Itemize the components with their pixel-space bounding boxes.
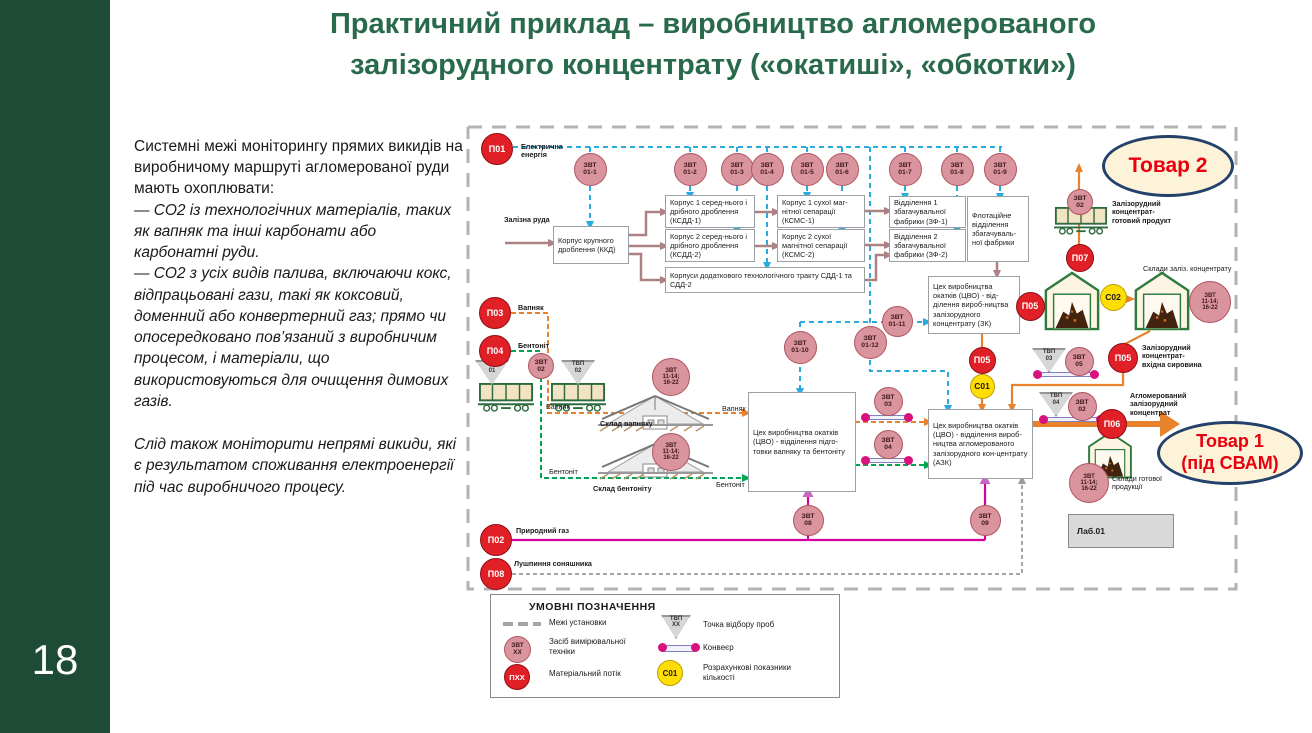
edge-zvt0110-pidh-arrowhead [796, 388, 804, 397]
sampling-point-icon: ТВП ХХ [661, 615, 691, 639]
intro-paragraph: Системні межі моніторингу прямих викидів… [134, 138, 463, 198]
legend-label: Матеріальний потік [549, 669, 621, 678]
edge-dod-zf2 [865, 253, 884, 282]
edge-warehouse2-azk [1010, 330, 1151, 404]
edge-zvt011-kkd-arrowhead [586, 221, 594, 230]
edge-kkd-ksdd1-arrowhead [660, 208, 669, 216]
edge-ksms2-zf2-arrowhead [884, 241, 893, 249]
edge-azk-tovar1-arrowhead [1160, 411, 1180, 437]
legend-label: Межі установки [549, 618, 607, 627]
edge-vapnyak-azk-arrowhead [924, 418, 933, 426]
edge-bentonit-azk-arrowhead [924, 461, 933, 469]
edge-zvt014-dod-arrowhead [763, 262, 771, 271]
edge-zk-warehouse1-arrowhead [1036, 302, 1045, 310]
edge-p08-azk [512, 484, 1023, 575]
boundary-rect [466, 125, 1238, 591]
calc-indicator-icon: С01 [657, 660, 683, 686]
page-number: 18 [31, 636, 79, 683]
edge-zvt013-ksdd2-arrowhead [733, 227, 741, 236]
edge-p04-bentonit [511, 350, 742, 479]
edge-flot-zk-arrowhead [993, 270, 1001, 279]
material-flow-icon: ПХХ [504, 664, 530, 690]
slide-title: Практичний приклад – виробництво агломер… [329, 8, 1097, 82]
intro-paragraph: — СО2 із технологічних матеріалів, таких… [134, 201, 452, 262]
edge-p08-azk-arrowhead [1018, 475, 1026, 484]
edge-ksms1-zf1-arrowhead [884, 207, 893, 215]
sidebar [0, 0, 110, 733]
edge-kkd-ksdd2-arrowhead [660, 242, 669, 250]
edge-zvt017-zf1-arrowhead [901, 193, 909, 202]
legend-label: Розрахункові показники кількості [703, 663, 791, 682]
legend-box: УМОВНІ ПОЗНАЧЕННЯ Межі установки ЗВТ ХХ … [490, 594, 840, 698]
edge-zk-azk-arrowhead [978, 404, 986, 413]
edge-blue-to-zk-arrowhead [923, 318, 932, 326]
edge-zvt012-ksdd1-arrowhead [686, 192, 694, 201]
edge-warehouse2-azk-arrowhead [1008, 404, 1016, 413]
edge-p03-vapnyak [511, 312, 742, 414]
intro-paragraph: Слід також моніторити непрямі викиди, як… [134, 436, 457, 496]
edge-kkd-ksdd1 [629, 210, 660, 237]
edge-zvt018-zf2-arrowhead [953, 227, 961, 236]
edge-kkd-dod [629, 252, 660, 282]
edge-gaz-azk-arrowhead [979, 474, 991, 484]
zvt-circle-icon: ЗВТ ХХ [504, 636, 531, 663]
intro-text: Системні межі моніторингу прямих викидів… [134, 136, 464, 498]
edge-p04-bentonit-arrowhead [742, 474, 751, 482]
legend-label: Засіб вимірювальної техніки [549, 637, 626, 656]
edge-kkd-dod-arrowhead [660, 276, 669, 284]
conveyor-icon [658, 643, 700, 652]
edge-gaz-pidh-arrowhead [802, 487, 814, 497]
edge-warehouse1-2-arrowhead [1126, 295, 1135, 303]
edge-ruda-kkd-arrowhead [548, 239, 557, 247]
edge-zvt019-flot-arrowhead [996, 193, 1004, 202]
edge-zvt016-ksms2-arrowhead [838, 227, 846, 236]
intro-paragraph: — СО2 з усіх видів палива, включаючи кок… [134, 265, 452, 410]
legend-label: Конвеєр [703, 643, 734, 652]
legend-title: УМОВНІ ПОЗНАЧЕННЯ [529, 601, 656, 613]
edge-ksdd2-ksms2-arrowhead [772, 242, 781, 250]
edge-p03-vapnyak-arrowhead [742, 409, 751, 417]
boundary-dash-icon [503, 622, 541, 626]
edge-ksdd1-ksms1-arrowhead [772, 208, 781, 216]
edge-zvt0112-azk-arrowhead [944, 405, 952, 414]
edge-dod-zf2-arrowhead [884, 251, 893, 259]
legend-label: Точка відбору проб [703, 620, 775, 629]
edge-zvt015-ksms1-arrowhead [803, 192, 811, 201]
edge-zvt0112-azk [869, 342, 949, 405]
edge-warehouse1-tovar2-arrowhead [1075, 163, 1083, 172]
